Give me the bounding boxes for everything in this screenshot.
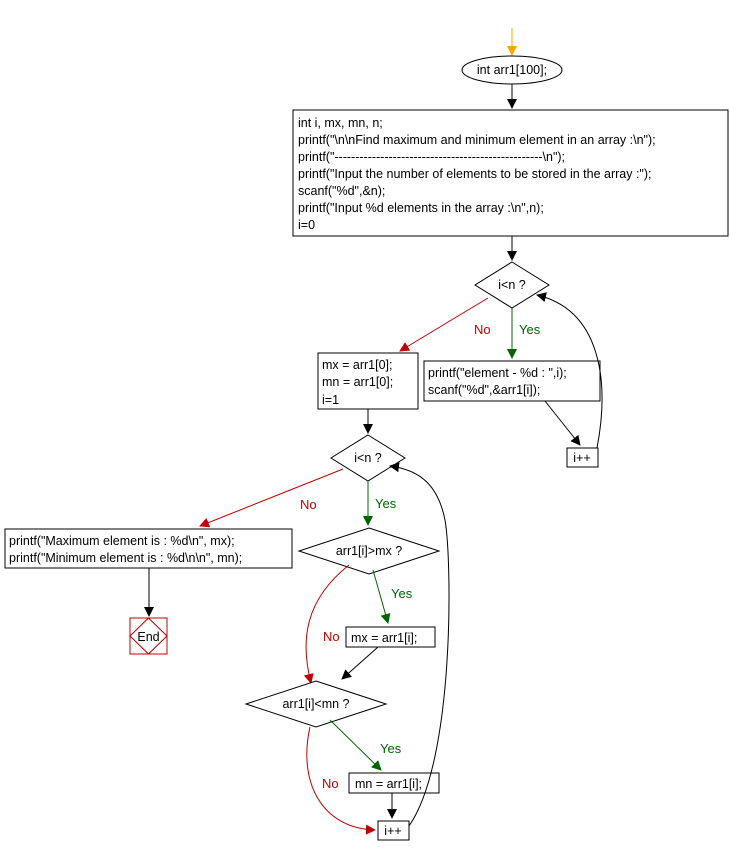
edge-loop1-body-inc — [544, 400, 581, 446]
edge-max-yes — [372, 569, 391, 624]
loop1-increment-label: i++ — [573, 451, 590, 465]
edge-loop1-no — [399, 297, 489, 352]
init-line: scanf("%d",&n); — [298, 184, 385, 198]
init-line: printf("--------------------------------… — [298, 150, 565, 164]
output-line: printf("Minimum element is : %d\n\n", mn… — [9, 551, 242, 565]
end-label: End — [137, 630, 159, 644]
check-min-yes-label: Yes — [380, 741, 402, 756]
edge-max-action-min — [341, 646, 379, 680]
edge-loop2-no — [199, 468, 344, 528]
check-min-decision: arr1[i]<mn ? — [244, 680, 388, 728]
end-node: End — [129, 617, 168, 655]
init-line: printf("Input %d elements in the array :… — [298, 201, 544, 215]
check-min-condition: arr1[i]<mn ? — [282, 697, 349, 711]
loop1-body: printf("element - %d : ",i); scanf("%d",… — [423, 360, 601, 402]
check-max-condition: arr1[i]>mx ? — [336, 544, 402, 558]
loop1-body-line: printf("element - %d : ",i); — [428, 366, 567, 380]
min-action: mn = arr1[i]; — [348, 772, 440, 794]
assign-line: mn = arr1[0]; — [322, 375, 393, 389]
loop2-condition: i<n ? — [354, 451, 382, 465]
output-line: printf("Maximum element is : %d\n", mx); — [9, 534, 235, 548]
loop1-yes-label: Yes — [519, 322, 541, 337]
init-line: printf("\n\nFind maximum and minimum ele… — [298, 133, 656, 147]
check-max-no-label: No — [323, 629, 340, 644]
loop1-decision: i<n ? — [474, 261, 550, 309]
assign-block: mx = arr1[0]; mn = arr1[0]; i=1 — [317, 352, 419, 410]
edge-max-no — [303, 564, 350, 684]
max-action: mx = arr1[i]; — [345, 626, 436, 648]
loop2-increment-label: i++ — [384, 824, 401, 838]
max-action-label: mx = arr1[i]; — [351, 631, 417, 645]
start-label: int arr1[100]; — [477, 63, 547, 77]
check-max-yes-label: Yes — [391, 586, 413, 601]
loop1-body-line: scanf("%d",&arr1[i]); — [428, 383, 540, 397]
loop2-no-label: No — [300, 497, 317, 512]
min-action-label: mn = arr1[i]; — [355, 777, 422, 791]
loop2-increment: i++ — [377, 820, 410, 841]
loop1-no-label: No — [474, 322, 491, 337]
init-line: i=0 — [298, 218, 315, 232]
edge-loop2-back — [389, 462, 450, 827]
start-node: int arr1[100]; — [461, 55, 563, 85]
edge-min-yes — [329, 719, 382, 771]
output-block: printf("Maximum element is : %d\n", mx);… — [4, 528, 293, 569]
loop2-decision: i<n ? — [330, 434, 406, 482]
init-line: printf("Input the number of elements to … — [298, 167, 652, 181]
init-block: int i, mx, mn, n; printf("\n\nFind maxim… — [292, 109, 729, 237]
init-line: int i, mx, mn, n; — [298, 116, 383, 130]
edge-loop1-back — [536, 292, 603, 449]
loop1-condition: i<n ? — [498, 278, 526, 292]
loop1-increment: i++ — [566, 447, 599, 468]
assign-line: i=1 — [322, 393, 339, 407]
loop2-yes-label: Yes — [375, 496, 397, 511]
edge-min-no — [306, 726, 376, 835]
check-min-no-label: No — [322, 776, 339, 791]
assign-line: mx = arr1[0]; — [322, 358, 393, 372]
check-max-decision: arr1[i]>mx ? — [297, 527, 441, 575]
